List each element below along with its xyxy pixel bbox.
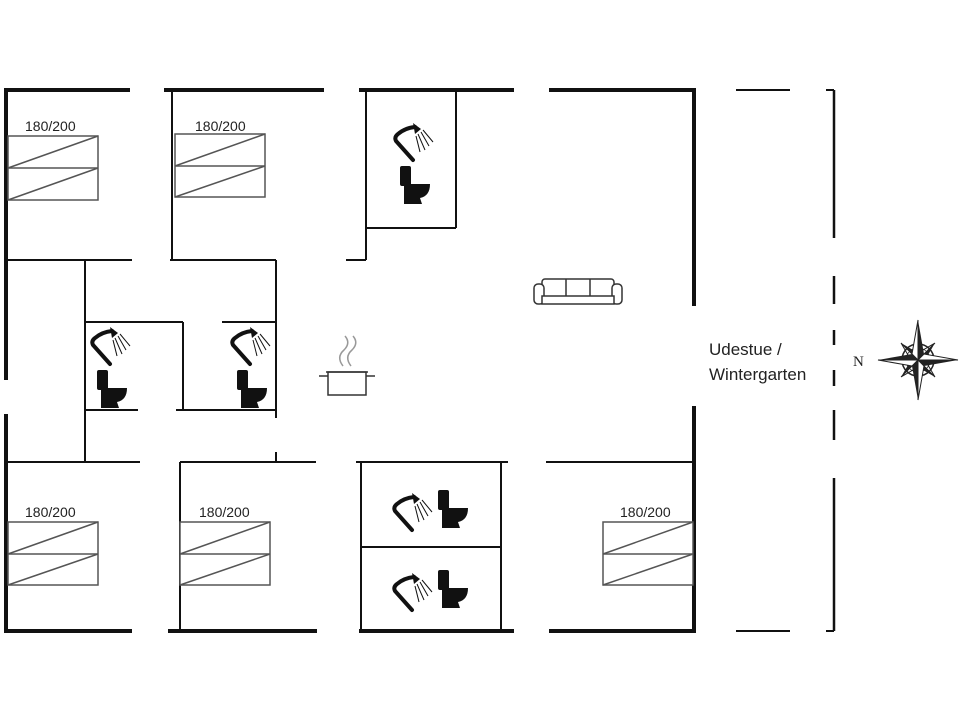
bed-size-label: 180/200	[620, 504, 671, 520]
bathroom-bottom-lower	[392, 570, 468, 612]
walls	[4, 88, 696, 633]
toilet-icon	[438, 570, 468, 608]
bed	[174, 133, 266, 198]
shower-icon	[90, 325, 132, 366]
bathroom-middle	[230, 325, 272, 408]
sofa-icon	[533, 278, 623, 305]
interior-walls	[8, 90, 694, 631]
bed	[7, 135, 99, 201]
bathroom-left	[90, 325, 132, 408]
bed	[179, 521, 271, 586]
toilet-icon	[237, 370, 267, 408]
shower-icon	[393, 121, 435, 162]
north-label: N	[853, 354, 864, 370]
bed-size-label: 180/200	[195, 118, 246, 134]
bed-size-label: 180/200	[25, 118, 76, 134]
bathroom-top	[393, 121, 435, 204]
bathroom-bottom-upper	[392, 490, 468, 532]
shower-icon	[392, 571, 434, 612]
bed-size-label: 180/200	[25, 504, 76, 520]
compass-rose-icon	[877, 319, 959, 401]
room-label-conservatory: Udestue /	[709, 340, 782, 359]
conservatory-walls	[736, 89, 836, 632]
shower-icon	[392, 491, 434, 532]
toilet-icon	[438, 490, 468, 528]
bed	[7, 521, 99, 586]
toilet-icon	[97, 370, 127, 408]
toilet-icon	[400, 166, 430, 204]
room-label-conservatory: Wintergarten	[709, 365, 806, 384]
shower-icon	[230, 325, 272, 366]
bed-size-label: 180/200	[199, 504, 250, 520]
cooking-pot-icon	[319, 335, 375, 396]
beds	[7, 133, 694, 586]
bed	[602, 521, 694, 586]
